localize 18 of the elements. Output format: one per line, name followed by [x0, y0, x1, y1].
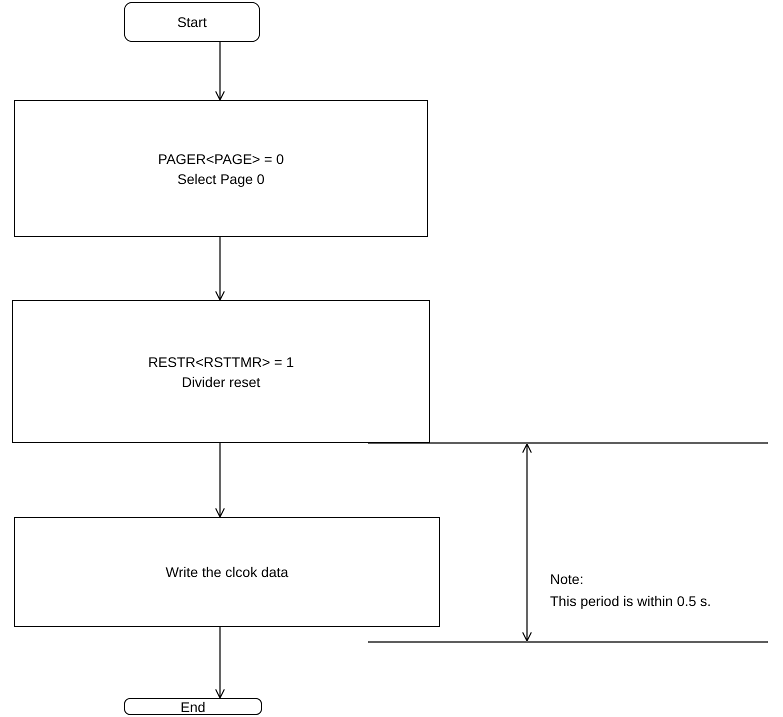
- node-text: End: [180, 698, 206, 716]
- node-text: Select Page 0: [177, 170, 265, 188]
- arrow: [214, 237, 226, 301]
- arrow: [214, 443, 226, 518]
- arrow: [214, 627, 226, 699]
- start-terminal: [124, 2, 260, 42]
- process-box: [14, 517, 440, 627]
- process-box: [12, 300, 430, 443]
- node-text: Write the clcok data: [166, 563, 288, 582]
- node-text: Divider reset: [182, 372, 260, 392]
- node-text: PAGER<PAGE> = 0: [158, 150, 284, 168]
- end-terminal: [124, 698, 262, 715]
- note-heading: Note:: [550, 570, 584, 589]
- note-text: This period is within 0.5 s.: [550, 592, 712, 611]
- node-text: Start: [177, 13, 207, 32]
- node-text: RESTR<RSTTMR> = 1: [148, 352, 294, 372]
- process-box: [14, 100, 428, 237]
- arrow: [214, 42, 226, 101]
